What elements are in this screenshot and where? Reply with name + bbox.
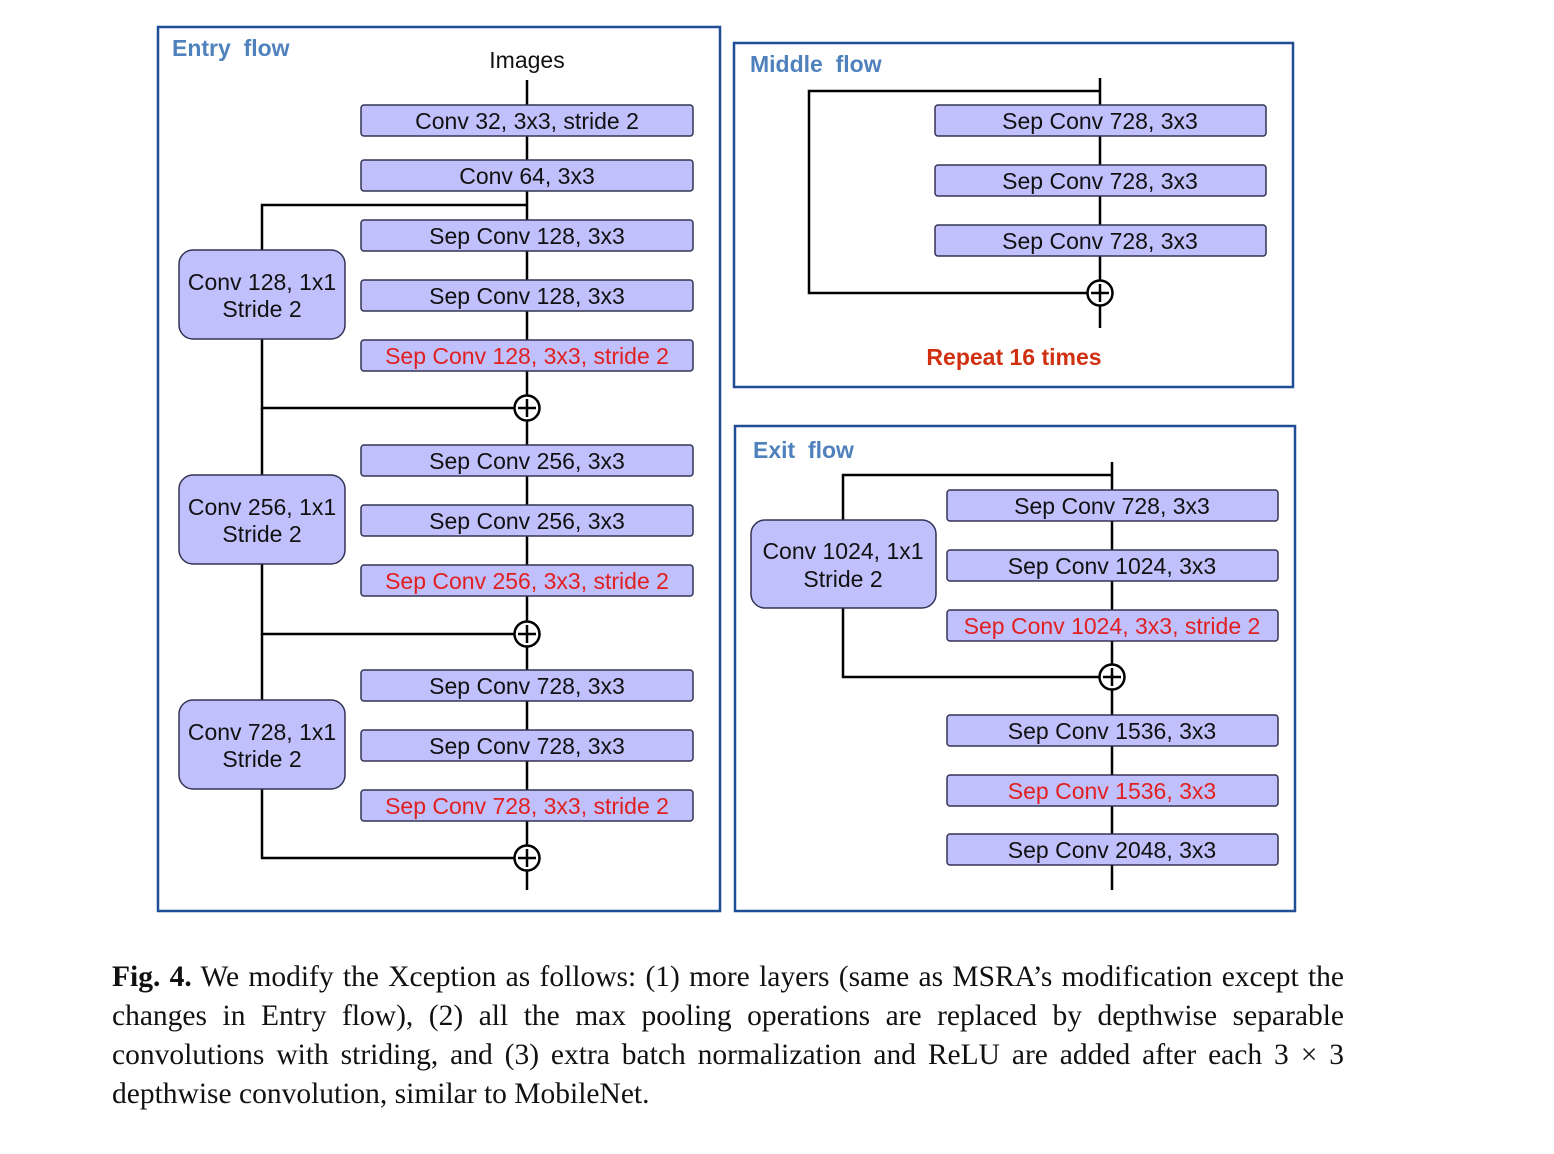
shortcut-conv-box bbox=[750, 519, 937, 609]
entry-flow-title: Entry flow bbox=[172, 35, 290, 61]
sepconv-stride-box bbox=[360, 564, 694, 597]
images-label: Images bbox=[489, 47, 564, 73]
exit-flow-frame bbox=[733, 424, 1297, 913]
conv2-box: Conv 64, 3x3 bbox=[360, 159, 694, 192]
sepconv-label: Sep Conv 728, 3x3 bbox=[1002, 168, 1198, 194]
sepconv-box bbox=[946, 714, 1279, 747]
add-icon bbox=[1098, 663, 1126, 691]
sepconv-label: Sep Conv 728, 3x3 bbox=[429, 733, 625, 759]
sepconv-box bbox=[946, 549, 1279, 582]
sepconv-label: Sep Conv 256, 3x3 bbox=[429, 508, 625, 534]
sepconv-label: Sep Conv 1536, 3x3 bbox=[1008, 778, 1216, 804]
shortcut-stride-label: Stride 2 bbox=[222, 296, 301, 322]
add-icon bbox=[513, 844, 541, 872]
sepconv-stride-label: Sep Conv 1024, 3x3, stride 2 bbox=[964, 613, 1261, 639]
sepconv-label: Sep Conv 728, 3x3 bbox=[1014, 493, 1210, 519]
sepconv-stride-label: Sep Conv 128, 3x3, stride 2 bbox=[385, 343, 669, 369]
sepconv-box bbox=[360, 279, 694, 312]
sepconv-label: Sep Conv 2048, 3x3 bbox=[1008, 837, 1216, 863]
sepconv-stride-label: Sep Conv 256, 3x3, stride 2 bbox=[385, 568, 669, 594]
sepconv-box bbox=[360, 444, 694, 477]
skip-1 bbox=[260, 203, 527, 250]
shortcut-conv-label: Conv 728, 1x1 bbox=[188, 719, 336, 745]
add-icon bbox=[513, 394, 541, 422]
sepconv-label: Sep Conv 1536, 3x3 bbox=[1008, 718, 1216, 744]
residual-skip-out bbox=[841, 608, 1099, 679]
sepconv-stride-box bbox=[946, 609, 1279, 642]
residual-skip bbox=[841, 473, 1112, 520]
sepconv-box bbox=[946, 774, 1279, 807]
shortcut-stride-label: Stride 2 bbox=[222, 746, 301, 772]
conv1-box: Conv 32, 3x3, stride 2 bbox=[360, 104, 694, 137]
figure-caption-label: Fig. 4. bbox=[112, 961, 192, 993]
sepconv-box bbox=[360, 504, 694, 537]
add-icon bbox=[513, 620, 541, 648]
shortcut-conv-box bbox=[178, 699, 346, 790]
sepconv-box bbox=[360, 219, 694, 252]
figure-caption-text: We modify the Xception as follows: (1) m… bbox=[112, 961, 1345, 1110]
entry-connectors bbox=[260, 80, 529, 890]
entry-block-2: Sep Conv 256, 3x3 Sep Conv 256, 3x3 Sep … bbox=[178, 444, 694, 648]
middle-flow-frame bbox=[732, 41, 1295, 389]
shortcut-stride-label: Stride 2 bbox=[222, 521, 301, 547]
conv1-label: Conv 32, 3x3, stride 2 bbox=[415, 108, 639, 134]
sepconv-box bbox=[946, 489, 1279, 522]
exit-flow-panel: Exit flow Sep Conv 728, 3x3 Sep Conv 102… bbox=[733, 424, 1297, 913]
sepconv-stride-label: Sep Conv 728, 3x3, stride 2 bbox=[385, 793, 669, 819]
entry-block-1: Sep Conv 128, 3x3 Sep Conv 128, 3x3 Sep … bbox=[178, 219, 694, 422]
repeat-label: Repeat 16 times bbox=[926, 344, 1101, 370]
middle-flow-panel: Middle flow Sep Conv 728, 3x3 Sep Conv 7… bbox=[732, 41, 1295, 389]
sepconv-label: Sep Conv 128, 3x3 bbox=[429, 223, 625, 249]
sepconv-label: Sep Conv 128, 3x3 bbox=[429, 283, 625, 309]
entry-flow-panel: Entry flow Images Conv 32, 3x3, stride 2… bbox=[156, 25, 722, 913]
shortcut-conv-box bbox=[178, 474, 346, 565]
sepconv-label: Sep Conv 728, 3x3 bbox=[1002, 108, 1198, 134]
sepconv-box bbox=[934, 164, 1267, 197]
entry-block-3: Sep Conv 728, 3x3 Sep Conv 728, 3x3 Sep … bbox=[178, 669, 694, 872]
exit-flow-title: Exit flow bbox=[753, 437, 854, 463]
add-icon bbox=[1086, 279, 1114, 307]
shortcut-conv-label: Conv 128, 1x1 bbox=[188, 269, 336, 295]
sepconv-label: Sep Conv 728, 3x3 bbox=[429, 673, 625, 699]
sepconv-box bbox=[360, 729, 694, 762]
sepconv-box bbox=[360, 669, 694, 702]
sepconv-label: Sep Conv 728, 3x3 bbox=[1002, 228, 1198, 254]
shortcut-conv-label: Conv 1024, 1x1 bbox=[762, 538, 923, 564]
conv2-label: Conv 64, 3x3 bbox=[459, 163, 595, 189]
residual-skip bbox=[807, 89, 1100, 295]
shortcut-conv-box bbox=[178, 249, 346, 340]
sepconv-box bbox=[934, 224, 1267, 257]
sepconv-stride-box bbox=[360, 789, 694, 822]
sepconv-label: Sep Conv 1024, 3x3 bbox=[1008, 553, 1216, 579]
shortcut-conv-label: Conv 256, 1x1 bbox=[188, 494, 336, 520]
middle-flow-title: Middle flow bbox=[750, 51, 882, 77]
shortcut-stride-label: Stride 2 bbox=[803, 566, 882, 592]
sepconv-stride-box bbox=[360, 339, 694, 372]
skip-3-out bbox=[260, 789, 514, 860]
sepconv-box bbox=[934, 104, 1267, 137]
sepconv-box bbox=[946, 833, 1279, 866]
sepconv-label: Sep Conv 256, 3x3 bbox=[429, 448, 625, 474]
entry-flow-frame bbox=[156, 25, 722, 913]
figure-caption: Fig. 4. We modify the Xception as follow… bbox=[112, 958, 1344, 1114]
